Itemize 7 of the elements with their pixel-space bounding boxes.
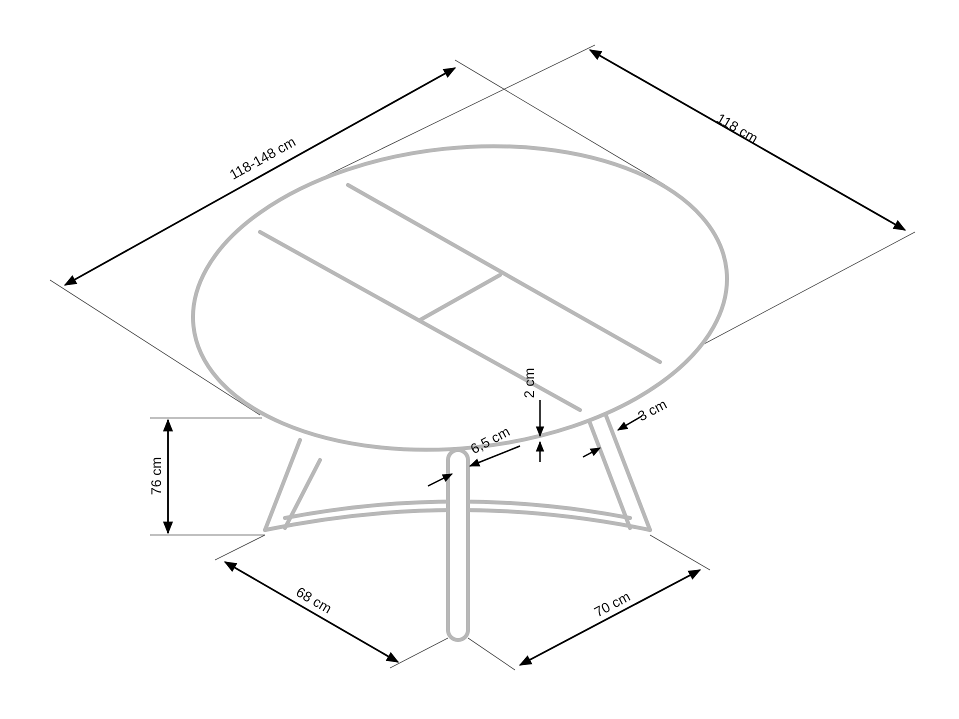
dimension-label: 68 cm	[294, 584, 335, 616]
dimension-label: 70 cm	[591, 588, 633, 620]
dimension-label: 2 cm	[521, 368, 538, 398]
dimension-label: 118 cm	[714, 110, 760, 146]
dimension-label: 3 cm	[635, 396, 670, 424]
dimension-label: 6,5 cm	[468, 423, 512, 457]
dimension-label: 76 cm	[148, 456, 164, 496]
